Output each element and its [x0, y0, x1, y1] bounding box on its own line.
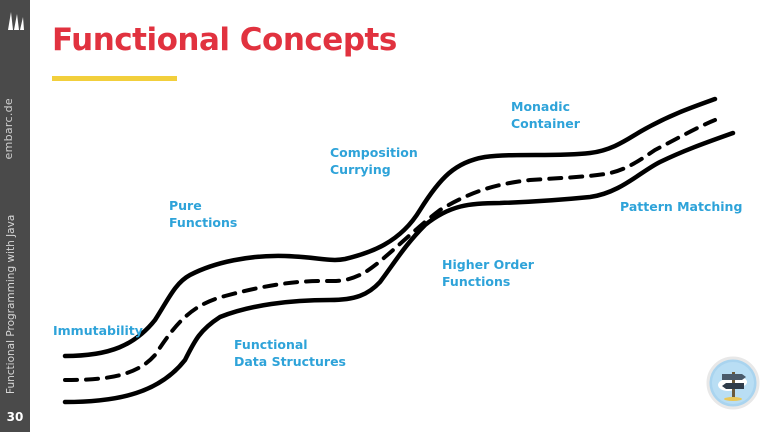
road-center-line	[63, 118, 717, 382]
label-pure-functions: Pure Functions	[169, 197, 237, 231]
label-immutability: Immutability	[53, 322, 143, 339]
label-functional-data-structures: Functional Data Structures	[234, 336, 346, 370]
label-pattern-text: Pattern Matching	[620, 199, 743, 214]
label-fds-line1: Functional	[234, 337, 308, 352]
road-top-edge	[62, 96, 718, 359]
signpost-badge-icon	[706, 356, 760, 410]
label-hof-line1: Higher Order	[442, 257, 534, 272]
label-composition-line1: Composition	[330, 145, 418, 160]
label-monadic-line2: Container	[511, 116, 580, 131]
page-number: 30	[6, 410, 24, 424]
label-composition-currying: Composition Currying	[330, 144, 418, 178]
label-composition-line2: Currying	[330, 162, 391, 177]
sail-logo-icon	[8, 12, 24, 30]
title-underline	[52, 76, 177, 81]
road-bottom-edge	[62, 130, 736, 405]
label-hof-line2: Functions	[442, 274, 511, 289]
label-monadic-line1: Monadic	[511, 99, 571, 114]
label-pure-line1: Pure	[169, 198, 202, 213]
sidebar: embarc.de Functional Programming with Ja…	[0, 0, 30, 432]
label-fds-line2: Data Structures	[234, 354, 346, 369]
label-pure-line2: Functions	[169, 215, 238, 230]
label-pattern-matching: Pattern Matching	[620, 198, 742, 215]
label-higher-order-functions: Higher Order Functions	[442, 256, 534, 290]
label-monadic-container: Monadic Container	[511, 98, 580, 132]
slide-title: Functional Concepts	[52, 22, 397, 58]
label-immutability-text: Immutability	[53, 323, 143, 338]
